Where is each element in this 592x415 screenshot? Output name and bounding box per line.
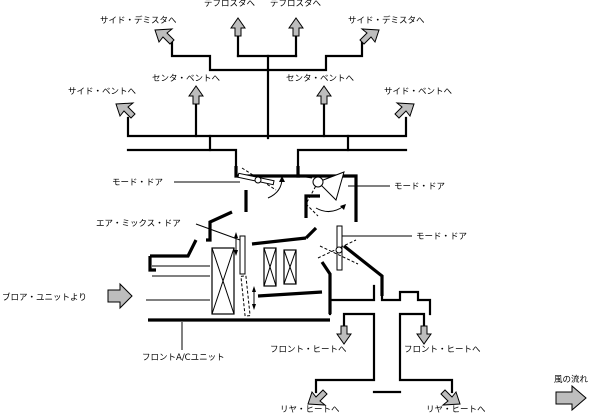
heater-core [263, 247, 297, 287]
vent-lower-bar [126, 148, 238, 168]
arrow-down-right-icon [440, 389, 461, 406]
side-demister-left-label: サイド・デミスタへ [100, 15, 177, 26]
side-vent-right-label: サイド・ベントへ [384, 87, 453, 97]
front-heat-right-label: フロント・ヒートへ [404, 345, 481, 355]
arrow-up-icon [288, 17, 304, 37]
upper-outlet-arrows [115, 17, 415, 119]
heat-duct-outer-left [328, 284, 376, 316]
rear-heat-left-label: リヤ・ヒートへ [280, 405, 340, 415]
housing-upper-block [304, 194, 320, 218]
demister-duct-left [170, 40, 270, 72]
air-mix-door-label: エア・ミックス・ドア [96, 219, 181, 229]
arrow-up-icon [230, 17, 246, 37]
housing-left-lower [150, 239, 198, 258]
blower-inlet-arrow-icon [107, 282, 133, 310]
mode-door-upper-left [174, 167, 285, 199]
housing-top-left [234, 166, 300, 178]
front-heat-left-branch [342, 312, 376, 380]
arrow-up-icon [188, 85, 204, 105]
rear-heat-left-branch [314, 378, 376, 394]
housing-left-wall [206, 210, 233, 242]
front-ac-unit-label: フロントA/Cユニット [142, 353, 225, 363]
inner-baffle-top [251, 236, 307, 246]
side-demister-right-label: サイド・デミスタへ [348, 15, 425, 26]
from-blower-unit-label: ブロア・ユニットより [2, 292, 87, 303]
mode-door-upper-right-label: モード・ドア [394, 182, 445, 192]
air-mix-leader [195, 223, 241, 241]
vent-lower-bar-right [296, 148, 408, 168]
mode-door-upper-left-label: モード・ドア [112, 178, 163, 188]
vent-duct-main [126, 116, 408, 138]
arrow-up-left-icon [115, 102, 136, 119]
housing-right-lower [320, 261, 332, 314]
inner-lower-baffle [257, 290, 323, 298]
center-vent-right-label: センタ・ベントへ [286, 74, 355, 84]
mode-door-lower-label: モード・ドア [416, 232, 467, 242]
rear-heat-right-branch [398, 378, 454, 394]
inner-baffle-right [304, 226, 318, 240]
front-heat-right-branch [398, 312, 426, 380]
mode-door-upper-right [299, 171, 390, 217]
defroster-left-label: デフロスタへ [204, 0, 256, 9]
heat-duct-right-top [380, 290, 432, 316]
upper-duct-network [126, 28, 408, 168]
arrow-down-icon [416, 325, 432, 345]
arrow-up-right-icon [394, 102, 415, 119]
front-heat-left-label: フロント・ヒートへ [270, 345, 347, 355]
center-vent-left-label: センタ・ベントへ [152, 74, 221, 84]
mode-door-lower [317, 225, 412, 271]
airflow-legend-label: 風の流れ [554, 374, 589, 385]
arrow-up-left-icon [154, 28, 175, 45]
evaporator-core [211, 247, 235, 315]
lower-duct-network [314, 284, 454, 394]
arrow-up-right-icon [359, 28, 380, 45]
arrow-up-icon [316, 85, 332, 105]
airflow-legend-arrow-icon [555, 384, 587, 412]
arrow-down-icon [336, 325, 352, 345]
rear-heat-right-label: リヤ・ヒートへ [426, 405, 486, 415]
housing-right-diagonal [343, 244, 384, 296]
defroster-right-label: デフロスタへ [270, 0, 322, 9]
lower-outlet-arrows [307, 325, 461, 406]
air-mix-door [195, 223, 256, 317]
housing-inlet-top [148, 256, 156, 272]
demister-duct-right [266, 40, 364, 72]
side-vent-left-label: サイド・ベントへ [68, 87, 137, 97]
arrow-down-left-icon [307, 389, 328, 406]
